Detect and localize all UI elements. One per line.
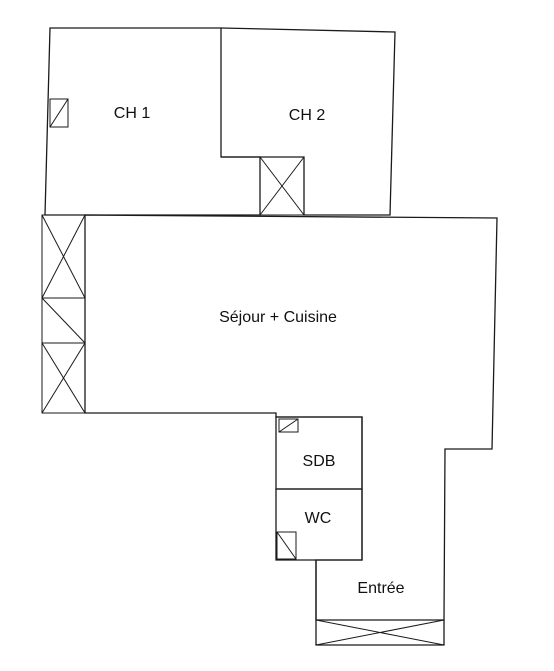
room-ch1: CH 1 xyxy=(44,27,261,216)
room-label-ch2: CH 2 xyxy=(289,107,326,124)
cupboard-ch1-icon xyxy=(49,98,69,128)
room-label-ch1: CH 1 xyxy=(114,105,151,122)
room-label-sejour: Séjour + Cuisine xyxy=(219,309,337,326)
room-sdb: SDB xyxy=(275,416,363,490)
room-label-entree: Entrée xyxy=(357,580,404,597)
room-label-sdb: SDB xyxy=(303,453,336,470)
room-wc: WC xyxy=(275,488,363,561)
closet-ch2-icon xyxy=(259,156,305,216)
room-label-wc: WC xyxy=(305,510,332,527)
room-ch2: CH 2 xyxy=(220,27,396,216)
room-entree: Entrée xyxy=(315,560,445,646)
toilet-icon xyxy=(276,531,297,560)
closet-sejour-icon xyxy=(41,214,86,414)
room-sejour-cuisine: Séjour + Cuisine xyxy=(41,214,498,621)
entrance-closet-icon xyxy=(315,619,445,646)
shower-icon xyxy=(278,418,299,433)
